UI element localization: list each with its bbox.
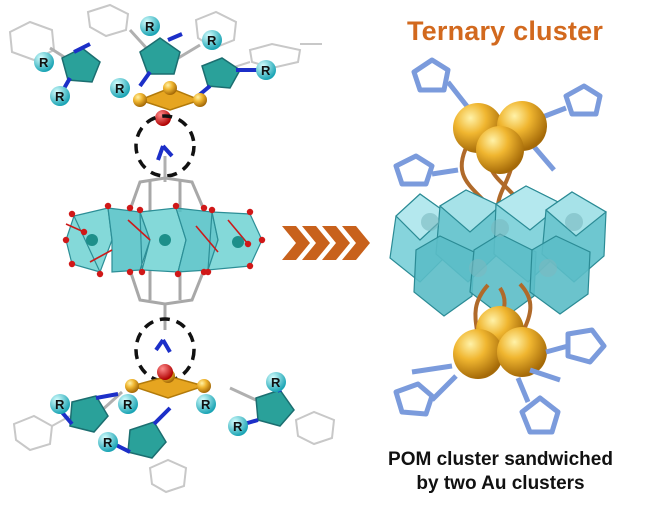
r-label: R <box>115 81 125 96</box>
top-au-cluster: R R R R R R <box>8 3 322 126</box>
r-label: R <box>201 397 211 412</box>
pom-core-structure <box>62 176 266 330</box>
r-group-sphere <box>140 16 160 36</box>
r-label: R <box>39 55 49 70</box>
gold-triangle-bottom <box>125 364 211 399</box>
ternary-cluster-schematic <box>389 57 608 435</box>
caption-line-2: by two Au clusters <box>416 473 585 494</box>
r-label: R <box>123 397 133 412</box>
bottom-au-cluster: R R R R R R <box>12 364 336 494</box>
r-label: R <box>233 419 243 434</box>
r-group-sphere <box>34 52 54 72</box>
r-group-sphere <box>256 60 276 80</box>
imidazole-ring <box>127 421 167 459</box>
r-group-sphere <box>50 394 70 414</box>
r-label: R <box>207 33 217 48</box>
r-group-sphere <box>50 86 70 106</box>
r-label: R <box>271 375 281 390</box>
gold-cluster-top <box>453 101 547 174</box>
imidazole-ring <box>69 395 109 433</box>
imidazole-ring <box>139 37 181 75</box>
imidazole-ring <box>201 57 241 89</box>
r-label: R <box>55 89 65 104</box>
oxygen-atom <box>155 110 171 126</box>
imidazole-ring <box>61 47 101 83</box>
r-group-sphere <box>118 394 138 414</box>
interaction-circle-bottom <box>134 317 196 383</box>
r-group-sphere <box>110 78 130 98</box>
gold-cluster-bottom <box>453 306 547 379</box>
crystal-structure: R R R R R R <box>8 3 336 494</box>
r-label: R <box>55 397 65 412</box>
imidazole-ring <box>255 389 295 427</box>
gold-triangle-top <box>133 81 207 126</box>
r-group-sphere <box>266 372 286 392</box>
r-group-sphere <box>98 432 118 452</box>
carbene-ligands-bottom <box>393 327 607 435</box>
ammonium-group-bottom <box>154 338 172 354</box>
caption-line-1: POM cluster sandwiched <box>388 449 613 470</box>
diagram-title: Ternary cluster <box>406 16 604 46</box>
pom-octahedra <box>389 185 608 319</box>
oxygen-atom <box>157 364 173 380</box>
r-label: R <box>145 19 155 34</box>
ammonium-group-top <box>156 144 174 161</box>
diagram-caption: POM cluster sandwiched by two Au cluster… <box>358 448 643 496</box>
transformation-arrow <box>282 226 370 260</box>
interaction-circle-top <box>134 114 196 178</box>
r-group-sphere <box>202 30 222 50</box>
r-group-sphere <box>228 416 248 436</box>
r-group-sphere <box>196 394 216 414</box>
r-label: R <box>261 63 271 78</box>
r-label: R <box>103 435 113 450</box>
